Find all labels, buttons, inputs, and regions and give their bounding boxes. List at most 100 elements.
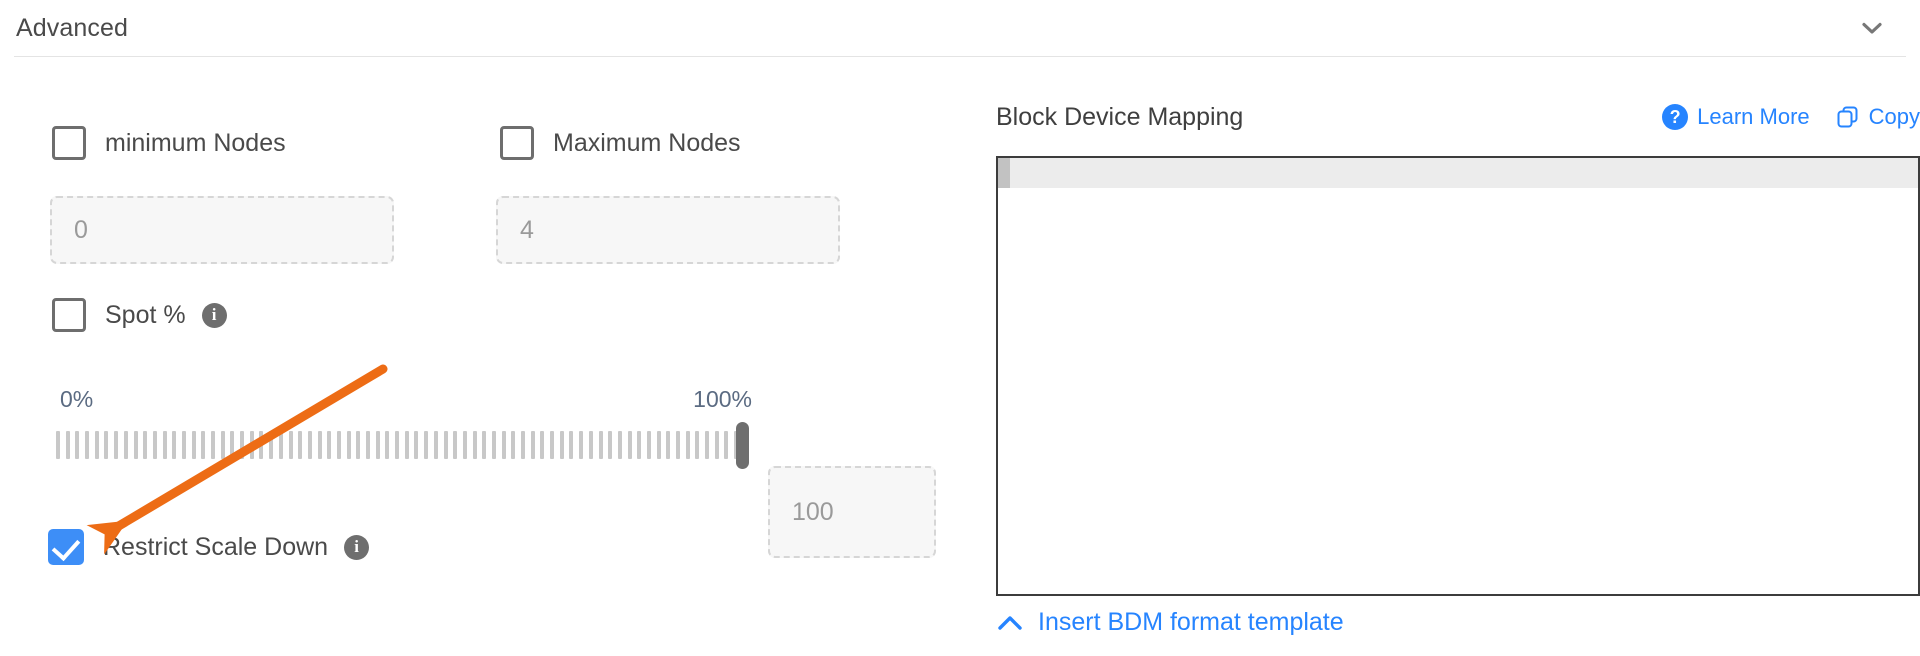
slider-tick: [453, 431, 458, 459]
maximum-nodes-label: Maximum Nodes: [553, 128, 741, 157]
page-title: Advanced: [16, 13, 128, 42]
slider-tick: [521, 431, 525, 459]
slider-tick: [676, 431, 680, 459]
slider-tick: [317, 431, 322, 459]
slider-tick: [598, 431, 603, 459]
slider-tick: [143, 431, 148, 459]
slider-tick: [637, 431, 642, 459]
maximum-nodes-checkbox[interactable]: [500, 126, 534, 160]
insert-bdm-template-button[interactable]: Insert BDM format template: [996, 608, 1344, 637]
copy-label: Copy: [1868, 104, 1920, 129]
slider-tick: [685, 431, 690, 459]
slider-tick: [608, 431, 613, 459]
right-column: Block Device Mapping ? Learn More Copy: [996, 56, 1920, 656]
restrict-scale-down-row: Restrict Scale Down i: [48, 529, 370, 565]
collapse-section-button[interactable]: [1852, 8, 1892, 48]
slider-tick: [714, 431, 719, 459]
slider-tick: [230, 431, 235, 459]
editor-gutter-marker: [998, 158, 1010, 188]
slider-tick: [336, 431, 341, 459]
block-device-mapping-editor[interactable]: [996, 156, 1920, 596]
slider-tick: [162, 431, 167, 459]
editor-active-line: [1010, 158, 1918, 188]
slider-tick: [530, 431, 535, 459]
block-device-mapping-title: Block Device Mapping: [996, 102, 1244, 131]
spot-slider-scale: 0% 100%: [56, 386, 756, 414]
slider-min-label: 0%: [60, 386, 94, 412]
spot-percent-checkbox[interactable]: [52, 298, 86, 332]
slider-tick: [627, 431, 632, 459]
slider-tick: [259, 431, 264, 459]
slider-tick: [511, 431, 516, 459]
spot-percent-slider[interactable]: [56, 428, 748, 462]
slider-tick: [327, 431, 332, 459]
slider-tick: [443, 431, 448, 459]
slider-tick: [75, 431, 80, 459]
slider-tick: [501, 431, 506, 459]
spot-percent-info-icon[interactable]: i: [201, 302, 227, 328]
learn-more-label: Learn More: [1697, 104, 1810, 129]
minimum-nodes-checkbox[interactable]: [52, 126, 86, 160]
slider-max-label: 100%: [693, 386, 752, 412]
slider-tick: [104, 431, 109, 459]
slider-tick: [695, 431, 700, 459]
slider-tick: [579, 431, 584, 459]
restrict-scale-down-info-icon[interactable]: i: [344, 534, 370, 560]
slider-tick: [414, 431, 419, 459]
maximum-nodes-input[interactable]: 4: [496, 196, 840, 264]
block-device-mapping-actions: ? Learn More Copy: [1662, 104, 1920, 130]
slider-tick: [220, 431, 225, 459]
slider-tick: [298, 431, 303, 459]
block-device-mapping-header: Block Device Mapping ? Learn More Copy: [996, 100, 1920, 134]
slider-tick: [588, 431, 593, 459]
slider-tick: [559, 431, 564, 459]
slider-tick: [211, 431, 215, 459]
minimum-nodes-label: minimum Nodes: [105, 128, 286, 157]
section-header: Advanced: [0, 0, 1920, 56]
slider-tick: [550, 431, 555, 459]
slider-tick: [375, 431, 380, 459]
slider-tick: [433, 431, 438, 459]
left-column: minimum Nodes 0 Maximum Nodes 4 Spot % i…: [0, 56, 980, 656]
slider-tick: [569, 431, 574, 459]
slider-tick: [240, 431, 245, 459]
minimum-nodes-row: minimum Nodes: [52, 126, 286, 160]
spot-percent-label: Spot %: [105, 300, 186, 329]
slider-tick: [56, 431, 60, 459]
slider-tick: [356, 431, 361, 459]
restrict-scale-down-checkbox[interactable]: [48, 529, 84, 565]
slider-tick: [114, 431, 119, 459]
slider-tick: [249, 431, 254, 459]
copy-button[interactable]: Copy: [1836, 104, 1920, 130]
copy-icon: [1837, 106, 1858, 127]
slider-tick: [482, 431, 487, 459]
slider-tick: [278, 431, 283, 459]
slider-tick: [181, 431, 186, 459]
slider-tick: [385, 431, 390, 459]
slider-tick: [491, 431, 496, 459]
question-circle-icon: ?: [1662, 104, 1689, 130]
minimum-nodes-input[interactable]: 0: [50, 196, 394, 264]
restrict-scale-down-label: Restrict Scale Down: [103, 532, 329, 561]
maximum-nodes-row: Maximum Nodes: [500, 126, 741, 160]
slider-tick: [94, 431, 99, 459]
slider-tick: [462, 431, 467, 459]
slider-tick: [288, 431, 293, 459]
slider-thumb[interactable]: [736, 422, 749, 469]
chevron-up-icon: [998, 615, 1022, 630]
slider-tick: [472, 431, 477, 459]
slider-tick: [172, 431, 177, 459]
slider-tick: [705, 431, 710, 459]
slider-tick: [307, 431, 312, 459]
slider-tick: [65, 431, 70, 459]
slider-tick: [724, 431, 729, 459]
slider-tick: [152, 431, 157, 459]
spot-percent-row: Spot % i: [52, 298, 227, 332]
learn-more-link[interactable]: ? Learn More: [1662, 104, 1810, 130]
chevron-down-icon: [1862, 22, 1882, 34]
spot-percent-value-input[interactable]: 100: [768, 466, 936, 558]
insert-bdm-template-label: Insert BDM format template: [1038, 608, 1344, 636]
slider-tick: [366, 431, 370, 459]
slider-tick: [201, 431, 206, 459]
